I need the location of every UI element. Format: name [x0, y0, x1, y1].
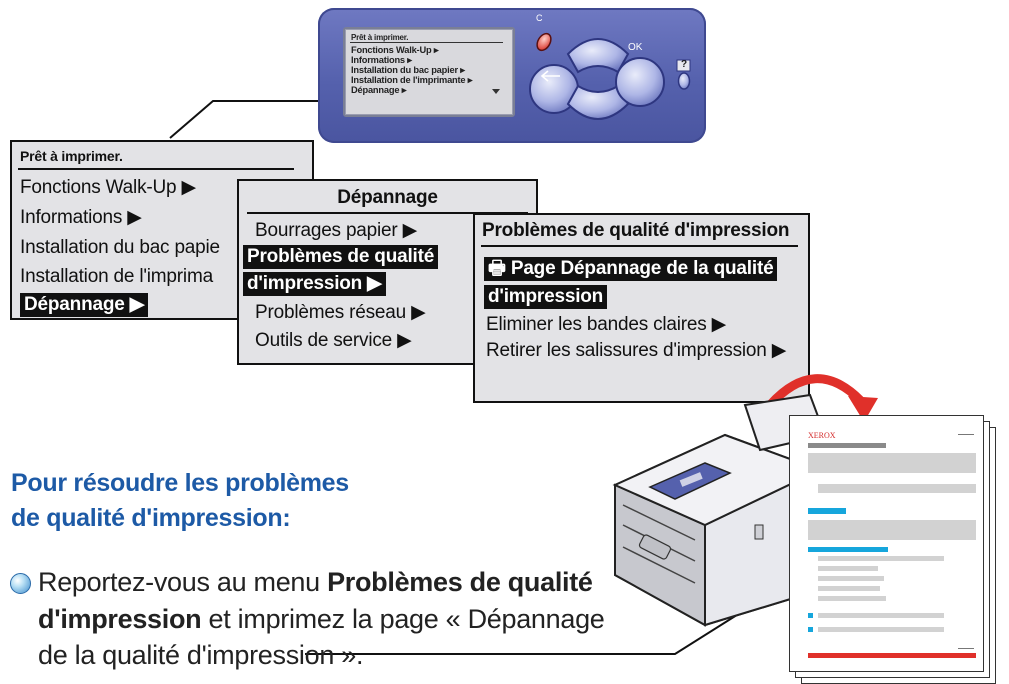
scroll-down-icon: [492, 89, 500, 94]
page-text-line: [818, 556, 944, 561]
menu-item-quality-page-selected-line2[interactable]: d'impression: [484, 285, 608, 309]
page-cyan-bar: [808, 508, 846, 514]
page-text-line: [818, 576, 884, 581]
ok-button-label: OK: [628, 42, 643, 53]
cancel-button-label: C: [536, 13, 543, 23]
page-mark: [958, 434, 974, 435]
page-text-line: [818, 586, 880, 591]
menu-item-network[interactable]: Problèmes réseau ▶: [255, 302, 426, 323]
lcd-rule: [350, 42, 503, 43]
menu-item-print-quality-selected[interactable]: Problèmes de qualité: [243, 245, 439, 269]
menu-item-walkup[interactable]: Fonctions Walk-Up ▶: [20, 177, 196, 198]
instructions-line1: Reportez-vous au menu Problèmes de quali…: [38, 567, 593, 597]
xerox-logo: XEROX: [808, 431, 836, 440]
menu-item-light-stripes[interactable]: Eliminer les bandes claires ▶: [486, 314, 727, 335]
instructions-heading-line2: de qualité d'impression:: [11, 504, 291, 532]
menu-print-quality: Problèmes de qualité d'impression 🖶 Page…: [473, 213, 810, 403]
page-text-line: [818, 627, 944, 632]
menu-item-printer-setup[interactable]: Installation de l'imprima: [20, 266, 213, 287]
page-text-block: [808, 520, 976, 540]
page-cyan-dot: [808, 613, 813, 618]
menu-item-print-quality-selected-line2[interactable]: d'impression ▶: [243, 272, 386, 296]
back-button[interactable]: [538, 88, 564, 114]
instructions-line2: d'impression et imprimez la page « Dépan…: [38, 604, 605, 634]
lcd-item-informations[interactable]: Informations ▸: [351, 55, 412, 65]
lcd-item-printer-setup[interactable]: Installation de l'imprimante ▸: [351, 75, 473, 85]
page-heading-bar: [808, 443, 886, 448]
page-cyan-bar: [808, 547, 888, 552]
menu-item-informations[interactable]: Informations ▶: [20, 207, 142, 228]
page-text-line: [818, 596, 886, 601]
sample-troubleshooting-page: XEROX: [789, 415, 984, 672]
curved-arrow-icon: [766, 374, 878, 422]
page-cyan-dot: [808, 627, 813, 632]
menu-item-paper-jams[interactable]: Bourrages papier ▶: [255, 220, 418, 241]
menu-title: Problèmes de qualité d'impression: [482, 220, 790, 241]
page-text-block: [818, 484, 976, 493]
title-divider: [18, 168, 294, 170]
menu-item-quality-page-selected[interactable]: 🖶 Page Dépannage de la qualité: [484, 257, 778, 281]
menu-item-tray-setup[interactable]: Installation du bac papie: [20, 237, 220, 258]
page-text-line: [818, 613, 944, 618]
help-button-label: ?: [681, 59, 688, 70]
lcd-screen: Prêt à imprimer. Fonctions Walk-Up ▸ Inf…: [343, 27, 515, 117]
lcd-item-walkup[interactable]: Fonctions Walk-Up ▸: [351, 45, 439, 55]
menu-item-service-tools[interactable]: Outils de service ▶: [255, 330, 412, 351]
bullet-icon: [10, 573, 31, 594]
instructions-heading-line1: Pour résoudre les problèmes: [11, 469, 349, 497]
panel-buttons: [529, 32, 691, 120]
menu-title: Dépannage: [337, 187, 438, 208]
title-divider: [481, 245, 798, 247]
page-text-block: [808, 453, 976, 473]
up-arrow-button[interactable]: [569, 30, 627, 60]
ok-button[interactable]: [617, 58, 665, 106]
menu-item-remove-smears[interactable]: Retirer les salissures d'impression ▶: [486, 340, 787, 361]
page-red-bar: [808, 653, 976, 658]
lcd-title: Prêt à imprimer.: [351, 33, 409, 42]
print-icon: 🖶: [488, 258, 506, 279]
lcd-item-tray-setup[interactable]: Installation du bac papier ▸: [351, 65, 465, 75]
page-mark: [958, 648, 974, 649]
printer-illustration: [612, 393, 827, 627]
lcd-item-troubleshooting[interactable]: Dépannage ▸: [351, 85, 407, 95]
page-text-line: [818, 566, 878, 571]
menu-item-troubleshooting-selected[interactable]: Dépannage ▶: [20, 293, 149, 317]
title-divider: [247, 212, 528, 214]
instructions-line3: de la qualité d'impression ».: [38, 640, 364, 670]
menu-title: Prêt à imprimer.: [20, 148, 123, 164]
